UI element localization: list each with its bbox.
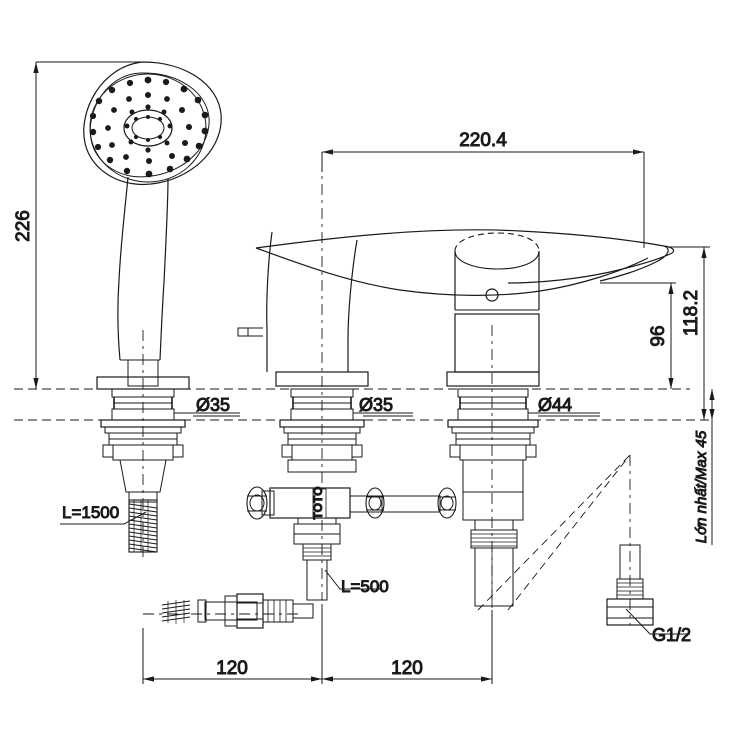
g-half-label: G1/2 xyxy=(652,625,691,645)
dia-35-mid-label: Ø35 xyxy=(359,395,393,415)
hose-connector xyxy=(161,593,314,629)
diverter xyxy=(237,231,369,473)
g-half-leader xyxy=(625,608,690,635)
dim-spacing xyxy=(142,604,493,684)
dim-120-right-label: 120 xyxy=(391,658,423,679)
dia-35-left-label: Ø35 xyxy=(196,395,230,415)
toto-logo-text: TOTO xyxy=(311,487,325,520)
g-half-fitting xyxy=(606,544,654,626)
diameter-leaders xyxy=(113,397,600,417)
hose-short-label: L=500 xyxy=(341,577,389,596)
dim-120-left-label: 120 xyxy=(216,658,248,679)
hose-short-leader xyxy=(324,569,380,590)
dim-118-label: 118.2 xyxy=(681,290,702,336)
mixer xyxy=(255,229,675,493)
dim-spout-height xyxy=(668,246,710,420)
dim-96-label: 96 xyxy=(648,325,669,346)
dim-220-label: 220.4 xyxy=(459,130,507,151)
toto-logo: TOTO xyxy=(311,486,327,520)
valve-block xyxy=(246,486,457,601)
handshower-base xyxy=(96,359,190,503)
handshower xyxy=(83,61,222,387)
dia-44-right-label: Ø44 xyxy=(538,395,572,415)
mixer-outlets xyxy=(462,491,524,607)
dim-max45-label: Lớn nhất/Max 45 xyxy=(693,430,710,543)
dim-spout-reach xyxy=(321,149,645,248)
projection-lines xyxy=(477,454,631,611)
flexible-hose-long xyxy=(128,499,158,553)
shower-nozzles xyxy=(89,76,209,178)
dim-226-label: 226 xyxy=(13,210,34,242)
hose-long-label: L=1500 xyxy=(62,503,119,522)
dim-handle-height xyxy=(600,282,676,389)
hose-long-leader xyxy=(60,511,147,525)
dim-handshower-height xyxy=(33,61,148,389)
